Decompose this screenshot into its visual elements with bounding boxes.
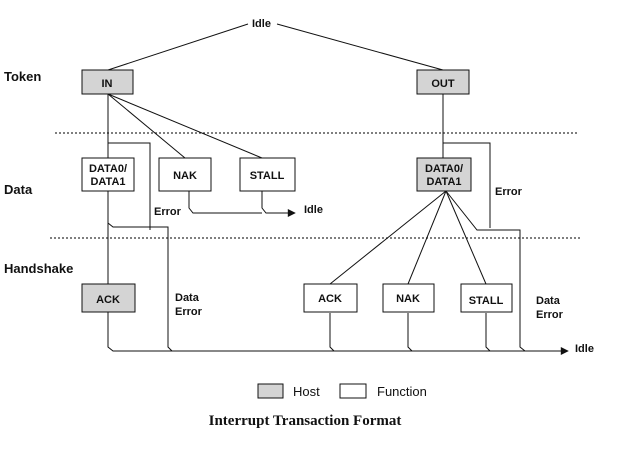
edge-idle-in — [107, 23, 249, 71]
edge-outdata-ack — [329, 190, 447, 285]
edge-in-stall — [107, 93, 263, 159]
nak-func-label: NAK — [396, 293, 420, 305]
error-label-in: Error — [154, 206, 182, 218]
data-out-box — [416, 157, 472, 192]
data-in-label-line1: DATA0/ — [89, 163, 127, 175]
nak-in-box — [158, 157, 212, 192]
edge-outdata-stall — [445, 190, 487, 285]
edge-outdata-nak — [407, 190, 447, 285]
edge-in-error — [107, 94, 151, 230]
edge-in-nak — [107, 93, 186, 159]
edge-nak-idle — [188, 191, 262, 214]
data-error-label-1-line2: Error — [175, 306, 203, 318]
ack-host-box — [81, 283, 136, 313]
ack-func-label: ACK — [318, 293, 342, 305]
edge-outdata-error — [445, 190, 526, 352]
idle-bottom-label: Idle — [575, 343, 594, 355]
stall-in-box — [239, 157, 296, 192]
error-label-out: Error — [495, 186, 523, 198]
stall-func-box — [460, 283, 513, 313]
figure-caption: Interrupt Transaction Format — [209, 413, 402, 429]
idle-mid-label: Idle — [304, 204, 323, 216]
legend-host-swatch — [257, 383, 284, 399]
legend-function-label: Function — [377, 384, 427, 399]
data-in-label-line2: DATA1 — [90, 176, 125, 188]
edge-idle-out — [276, 23, 444, 71]
row-label-handshake: Handshake — [4, 261, 73, 276]
data-in-box — [81, 157, 135, 192]
legend-function-swatch — [339, 383, 367, 399]
legend-host-label: Host — [293, 384, 320, 399]
nak-func-box — [382, 283, 435, 313]
edge-ack-func-idle — [329, 313, 335, 352]
idle-top-label: Idle — [252, 18, 271, 30]
data-out-label-line2: DATA1 — [426, 176, 461, 188]
data-out-label-line1: DATA0/ — [425, 163, 463, 175]
stall-in-label: STALL — [250, 170, 285, 182]
in-token-box — [81, 69, 134, 95]
row-label-token: Token — [4, 69, 41, 84]
ack-func-box — [303, 283, 358, 313]
edge-out-error — [442, 94, 491, 228]
data-error-label-2-line1: Data — [536, 295, 561, 307]
ack-host-label: ACK — [96, 294, 120, 306]
edge-stall-func-idle — [485, 313, 491, 352]
edge-data-error — [107, 191, 173, 352]
out-token-box — [416, 69, 470, 95]
stall-func-label: STALL — [469, 295, 504, 307]
edge-stall-idle-arrow — [261, 191, 296, 217]
edge-bottom-idle-arrow — [107, 312, 569, 355]
data-error-label-2-line2: Error — [536, 309, 564, 321]
in-token-label: IN — [102, 78, 113, 90]
edge-nak-func-idle — [407, 313, 413, 352]
nak-in-label: NAK — [173, 170, 197, 182]
data-error-label-1-line1: Data — [175, 292, 200, 304]
row-label-data: Data — [4, 182, 33, 197]
out-token-label: OUT — [431, 78, 455, 90]
